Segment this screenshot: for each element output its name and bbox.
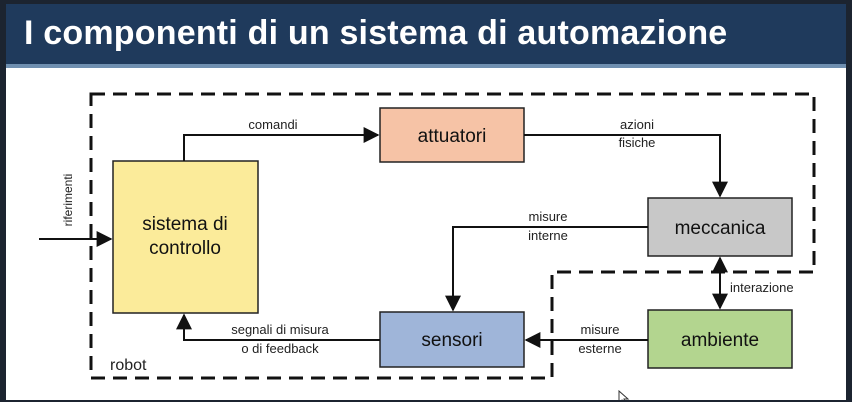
slide: I componenti di un sistema di automazion… bbox=[6, 4, 846, 400]
riferimenti-label: riferimenti bbox=[61, 174, 75, 227]
misure-interne-arrow bbox=[445, 226, 648, 312]
sistema-di-controllo-box bbox=[112, 160, 259, 314]
sensori-label: sensori bbox=[421, 330, 482, 351]
title-bar: I componenti di un sistema di automazion… bbox=[6, 4, 846, 68]
meccanica-label: meccanica bbox=[675, 218, 766, 239]
slide-title: I componenti di un sistema di automazion… bbox=[24, 14, 728, 52]
comandi-label: comandi bbox=[248, 117, 297, 132]
attuatori-label: attuatori bbox=[418, 126, 487, 147]
azioni-label-line2: fisiche bbox=[619, 135, 656, 150]
azioni-fisiche-arrow bbox=[524, 134, 728, 198]
robot-label: robot bbox=[110, 357, 147, 374]
comandi-arrow bbox=[183, 127, 380, 161]
automation-diagram: sistema di controllo attuatori meccanica… bbox=[39, 92, 816, 380]
misure-interne-label-line1: misure bbox=[528, 209, 567, 224]
ambiente-label: ambiente bbox=[681, 330, 759, 351]
interazione-label: interazione bbox=[730, 280, 794, 295]
feedback-arrow bbox=[176, 313, 380, 341]
sistema-label-line2: controllo bbox=[149, 238, 221, 259]
segnali-label-line2: o di feedback bbox=[241, 341, 319, 356]
robot-boundary bbox=[89, 92, 816, 380]
meccanica-box bbox=[647, 197, 793, 257]
mouse-pointer-icon bbox=[618, 390, 630, 400]
misure-interne-label-line2: interne bbox=[528, 228, 568, 243]
misure-esterne-label-line1: misure bbox=[580, 322, 619, 337]
sensori-box bbox=[379, 311, 525, 368]
azioni-label-line1: azioni bbox=[620, 117, 654, 132]
attuatori-box bbox=[379, 107, 525, 163]
sistema-label-line1: sistema di bbox=[142, 214, 228, 235]
segnali-label-line1: segnali di misura bbox=[231, 322, 329, 337]
misure-esterne-label-line2: esterne bbox=[578, 341, 621, 356]
